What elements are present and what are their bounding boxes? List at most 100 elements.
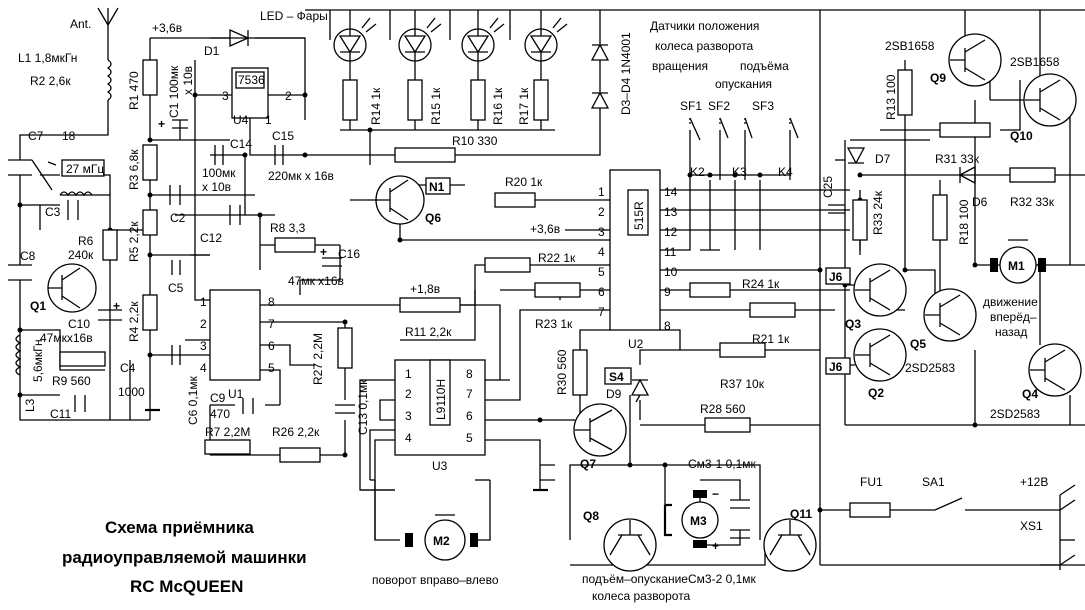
motor-M3-bracket — [663, 503, 672, 537]
u2-pin-8: 8 — [664, 319, 671, 333]
label-Q9: Q9 — [930, 71, 946, 85]
label-R9: R9 560 — [52, 374, 91, 388]
label-L1: L1 1,8мкГн — [18, 51, 77, 65]
label-R4: R4 2,2к — [127, 301, 141, 342]
label-C15: C15 — [272, 129, 294, 143]
label-R17: R17 1к — [517, 87, 531, 125]
u3-pin-3: 3 — [405, 409, 412, 423]
label-R3: R3 6,8к — [127, 149, 141, 190]
label-K4: K4 — [778, 165, 793, 179]
capacitor-C11 — [74, 395, 86, 412]
u2-pin-3: 3 — [598, 225, 605, 239]
u2-pin-10: 10 — [664, 265, 678, 279]
u1-pin-8: 8 — [268, 295, 275, 309]
u1-pin-1: 1 — [200, 295, 207, 309]
led-2 — [398, 17, 442, 80]
transistor-Q3 — [853, 263, 907, 317]
resistor-R32 — [1009, 167, 1056, 183]
resistor-R11 — [399, 297, 461, 313]
resistor-R23 — [534, 282, 581, 298]
fuse-FU1 — [849, 502, 891, 518]
label-U4: U4 — [233, 113, 249, 127]
u1-pin-3: 3 — [200, 339, 207, 353]
u2-pins: 1 2 3 4 5 6 7 14 13 12 11 10 9 8 — [598, 185, 678, 333]
label-M2-desc: поворот вправо–влево — [372, 573, 499, 587]
resistor-R24 — [689, 282, 731, 298]
label-R13: R13 100 — [884, 74, 898, 120]
transistor-Q5 — [923, 288, 977, 342]
capacitor-Cm3-2 — [730, 529, 750, 539]
label-C25: C25 — [821, 176, 835, 198]
m3-minus: − — [712, 487, 719, 501]
u4-pin-1: 1 — [265, 113, 272, 127]
led-4 — [524, 17, 568, 80]
u1-pin-4: 4 — [200, 361, 207, 375]
antenna-symbol — [97, 7, 119, 26]
motor-M1-brush-left — [990, 258, 998, 272]
label-R23: R23 1к — [535, 317, 573, 331]
motor-M1-brush-right — [1038, 258, 1046, 272]
u3-pins: 1 2 3 4 8 7 6 5 — [405, 367, 473, 445]
u3-pin-8: 8 — [466, 367, 473, 381]
u3-pin-7: 7 — [466, 387, 473, 401]
label-D7: D7 — [875, 152, 891, 166]
resistor-R9 — [59, 351, 106, 367]
label-C9-value: 470 — [210, 407, 230, 421]
resistor-R16 — [470, 79, 486, 121]
label-C11: C11 — [50, 407, 71, 421]
u2-pin-5: 5 — [598, 265, 605, 279]
u2-pin-14: 14 — [664, 185, 678, 199]
inductor-L2 — [59, 191, 93, 197]
label-Cm3-2: Cм3-2 0,1мк — [688, 572, 757, 586]
capacitor-C15 — [274, 145, 284, 165]
label-R7: R7 2,2M — [205, 425, 250, 439]
capacitor-C1 — [172, 119, 188, 129]
crystal-box — [61, 159, 105, 177]
label-crystal: 27 мГц — [66, 162, 104, 176]
label-U2-chip: 515R — [632, 201, 646, 230]
label-C3: C3 — [45, 205, 61, 219]
capacitor-C10 — [98, 309, 122, 321]
label-antenna: Ant. — [70, 17, 91, 31]
label-Q5-type: 2SD2583 — [905, 361, 955, 375]
label-R24: R24 1к — [742, 277, 780, 291]
label-R27: R27 2,2M — [311, 333, 325, 385]
label-K3: K3 — [732, 165, 747, 179]
caption-line-3: RC McQUEEN — [130, 577, 243, 596]
label-M2: M2 — [433, 534, 450, 548]
u4-pin-2: 2 — [285, 89, 292, 103]
capacitor-C7 — [8, 159, 32, 176]
diode-D6 — [958, 165, 976, 185]
tag-S4 — [604, 367, 632, 385]
label-R6: R6 — [78, 234, 94, 248]
label-C2: C2 — [170, 211, 186, 225]
label-Q8: Q8 — [583, 509, 599, 523]
motor-M3-brush-bottom — [693, 540, 707, 548]
m3-plus: + — [712, 539, 719, 553]
u2-pin-9: 9 — [664, 285, 671, 299]
label-C1-value: х 10в — [181, 66, 195, 95]
label-R11: R11 2,2к — [405, 325, 452, 339]
resistor-R1 — [142, 59, 158, 96]
u2-pin-13: 13 — [664, 205, 678, 219]
label-R16: R16 1к — [491, 87, 505, 125]
u2-pin-2: 2 — [598, 205, 605, 219]
label-Q3: Q3 — [845, 317, 861, 331]
led-array — [333, 10, 568, 80]
transistor-Q11 — [763, 518, 817, 572]
label-M3: M3 — [690, 514, 707, 528]
motor-M1 — [999, 246, 1037, 284]
label-Q7: Q7 — [580, 457, 596, 471]
u2-pin-12: 12 — [664, 225, 678, 239]
label-C4-value: 1000 — [118, 385, 145, 399]
label-R32: R32 33к — [1010, 195, 1055, 209]
label-U1: U1 — [228, 387, 244, 401]
resistor-R26 — [279, 447, 321, 463]
capacitor-C5 — [171, 260, 181, 275]
resistor-R4 — [142, 294, 158, 331]
label-R33: R33 24к — [871, 190, 885, 235]
label-R2: R2 2,6к — [30, 74, 71, 88]
label-R28: R28 560 — [700, 402, 746, 416]
variable-capacitor — [31, 159, 57, 191]
